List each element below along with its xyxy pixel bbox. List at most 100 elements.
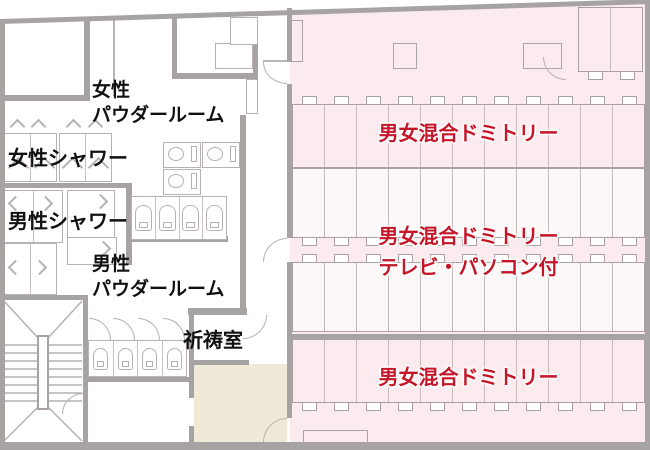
room-label-prayer: 祈祷室 (183, 328, 243, 352)
room-label-dorm-top: 男女混合ドミトリー (378, 121, 559, 145)
bed-row (292, 339, 645, 411)
wall (172, 17, 177, 78)
toilet-stall-row (131, 196, 227, 240)
bed (548, 254, 580, 331)
bed-row (292, 168, 645, 246)
toilet-icon (163, 142, 201, 168)
bed (612, 254, 644, 331)
shower-stall (32, 191, 63, 242)
bed (324, 96, 356, 167)
room-label-womens-powder: 女性 パウダールーム (92, 79, 225, 126)
wall (188, 308, 247, 315)
toilet-stall (112, 341, 138, 376)
toilet-bowl-icon (207, 147, 223, 161)
bed (548, 169, 580, 246)
shower-stalls-womens (4, 133, 57, 182)
shower-stall (30, 134, 56, 181)
bed (612, 96, 644, 167)
bed (484, 254, 516, 331)
bed (293, 169, 324, 246)
bed (420, 340, 452, 411)
outer-wall-bottom (0, 442, 650, 450)
bed (324, 169, 356, 246)
pillar (523, 43, 562, 69)
closet (215, 43, 253, 69)
bed (516, 254, 548, 331)
bed (356, 96, 388, 167)
wall (189, 426, 194, 443)
bed (420, 169, 452, 246)
bed-row (292, 254, 645, 332)
bed-row (292, 96, 645, 168)
bed (388, 340, 420, 411)
toilet-bowl-icon (168, 174, 184, 188)
bed (356, 254, 388, 331)
shower-stalls-womens (59, 133, 112, 182)
toilet-icon (163, 169, 201, 195)
shower-stalls-mens (3, 243, 57, 295)
toilet-tank-icon (230, 146, 236, 162)
wall (126, 188, 132, 265)
bed (420, 96, 452, 167)
outer-wall-right (645, 0, 650, 450)
bed (293, 340, 324, 411)
bed (388, 169, 420, 246)
bed (579, 8, 610, 80)
shower-stalls-mens (3, 190, 63, 243)
bed (388, 96, 420, 167)
wall (0, 295, 88, 300)
wall (0, 183, 132, 188)
toilet-stall (137, 341, 162, 376)
bed (452, 340, 484, 411)
bed (293, 254, 324, 331)
toilet-icon (117, 347, 133, 370)
door-arc (89, 318, 111, 340)
door-arc (243, 315, 267, 339)
bed (484, 340, 516, 411)
room-label-dorm-bottom: 男女混合ドミトリー (378, 365, 559, 389)
toilet-icon (158, 205, 176, 231)
wall (287, 8, 292, 62)
bed (452, 254, 484, 331)
bed (580, 169, 612, 246)
bed (548, 96, 580, 167)
closet (230, 17, 258, 45)
bed (548, 340, 580, 411)
bed (612, 169, 644, 246)
toilet-stall (154, 197, 179, 239)
door-arc (263, 238, 287, 262)
bed (293, 96, 324, 167)
bed (580, 96, 612, 167)
chevron-up-icon (30, 118, 47, 135)
toilet-stall-row (88, 340, 187, 377)
wall (83, 295, 88, 443)
shower-stall (29, 244, 57, 294)
door-arc (163, 318, 185, 340)
toilet-icon (93, 347, 109, 370)
toilet-stall (202, 197, 226, 239)
bed (452, 169, 484, 246)
staircase (3, 300, 83, 442)
bed (388, 254, 420, 331)
bed (580, 254, 612, 331)
room-label-mens-powder: 男性 パウダールーム (92, 253, 225, 300)
bed (610, 8, 642, 80)
wall (189, 315, 194, 398)
toilet-icon (206, 205, 224, 231)
wall (84, 20, 90, 101)
toilet-icon (166, 347, 182, 370)
toilet-icon (202, 142, 240, 168)
bed (356, 169, 388, 246)
wall (287, 334, 650, 340)
toilet-icon (142, 347, 158, 370)
wall (287, 262, 292, 418)
bed (324, 254, 356, 331)
room-label-dorm-middle: 男女混合ドミトリー テレビ・パソコン付 (378, 224, 559, 279)
wall (240, 115, 246, 315)
bed (516, 340, 548, 411)
bed (452, 96, 484, 167)
bed (612, 340, 644, 411)
pillar (393, 43, 417, 69)
room-label-mens-shower: 男性シャワー (8, 209, 128, 233)
